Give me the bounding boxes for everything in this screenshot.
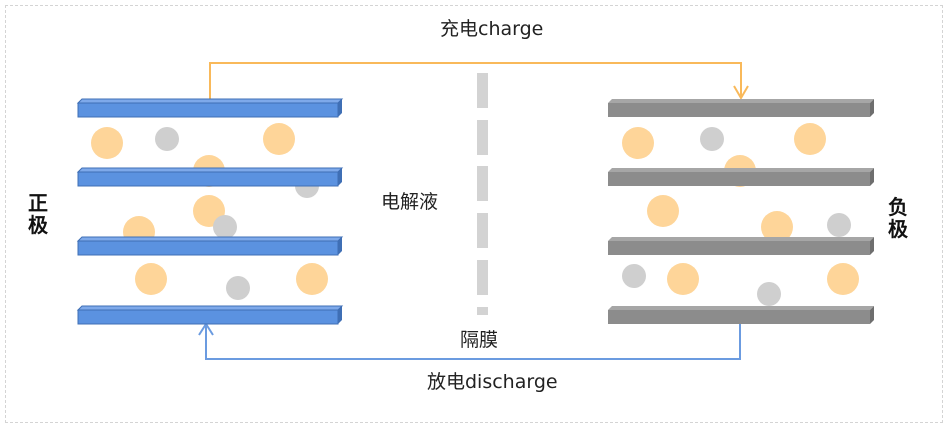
positive-electrode-plates: [76, 98, 344, 325]
negative-plate-4: [608, 306, 874, 324]
positive-plate-4: [76, 305, 344, 325]
charge-label: 充电charge: [440, 18, 544, 40]
negative-plate-1: [608, 99, 874, 117]
positive-pole-label: 正极: [28, 191, 48, 237]
positive-electrode-particles: [91, 123, 328, 300]
positive-plate-2: [76, 167, 344, 187]
positive-plate-3: [76, 236, 344, 256]
negative-plate-3: [608, 237, 874, 255]
diagram-frame: [5, 5, 943, 423]
negative-electrode-particles: [622, 123, 859, 306]
negative-pole-label: 负极: [888, 195, 908, 241]
separator-label: 隔膜: [460, 329, 499, 351]
discharge-label: 放电discharge: [427, 371, 558, 393]
separator-membrane: [477, 73, 488, 315]
negative-plate-2: [608, 168, 874, 186]
negative-electrode-plates: [608, 99, 874, 324]
charge-arrow: [209, 62, 749, 100]
positive-plate-1: [76, 98, 344, 118]
electrolyte-label: 电解液: [381, 191, 439, 213]
